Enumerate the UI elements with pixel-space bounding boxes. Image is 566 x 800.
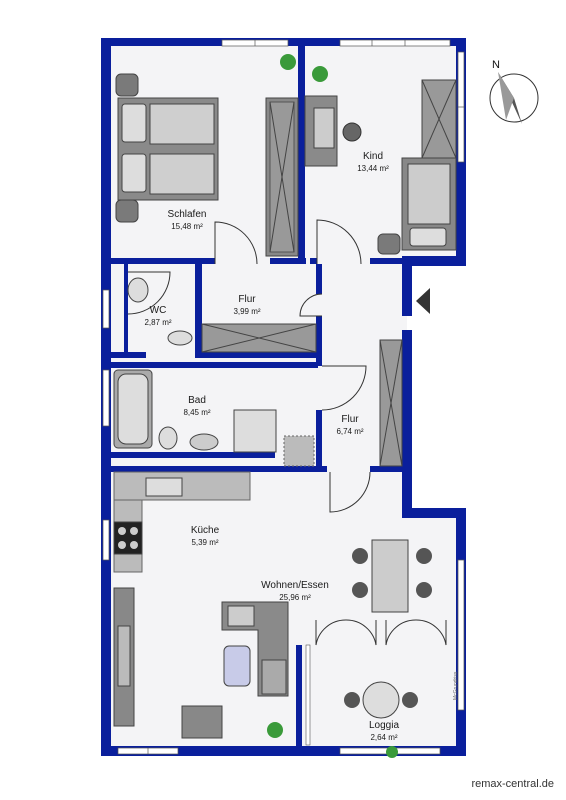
sofa (181, 601, 289, 739)
room-area: 2,64 m² (370, 733, 397, 742)
room-labels: Schlafen 15,48 m² Kind 13,44 m² WC 2,87 … (144, 151, 399, 742)
room-name: Flur (238, 294, 256, 305)
dining-table (352, 539, 432, 613)
wc-fixtures (127, 277, 193, 346)
entrance-arrow-icon (416, 288, 430, 314)
room-area: 25,96 m² (279, 593, 311, 602)
room-area: 8,45 m² (183, 408, 210, 417)
wardrobe-schlafen (265, 97, 299, 257)
room-area: 13,44 m² (357, 164, 389, 173)
room-name: Wohnen/Essen (261, 580, 329, 591)
plant-icon (267, 54, 398, 758)
loggia-furniture (344, 681, 418, 719)
brand-watermark: remax-central.de (471, 778, 554, 790)
room-name: Küche (191, 525, 220, 536)
wardrobe-flur (201, 323, 317, 353)
kitchen-counter (113, 471, 251, 727)
interior-walls (105, 42, 407, 750)
designer-credit: McGrundriss (453, 671, 459, 700)
room-name: Flur (341, 414, 359, 425)
room-name: WC (150, 305, 167, 316)
room-name: Bad (188, 395, 206, 406)
loggia-window (305, 644, 311, 746)
room-name: Schlafen (168, 209, 207, 220)
room-area: 15,48 m² (171, 222, 203, 231)
desk-kind (304, 95, 362, 167)
wardrobe-flur-2 (379, 339, 403, 467)
room-area: 2,87 m² (144, 318, 171, 327)
room-area: 3,99 m² (233, 307, 260, 316)
bed (115, 73, 219, 223)
bed-kind (377, 157, 457, 255)
room-area: 5,39 m² (191, 538, 218, 547)
doors (127, 219, 447, 646)
room-name: Loggia (369, 720, 399, 731)
bathtub (113, 369, 153, 449)
compass-icon: N (489, 59, 539, 124)
bad-fixtures (158, 409, 315, 467)
compass-north-label: N (492, 59, 500, 71)
room-name: Kind (363, 151, 383, 162)
room-area: 6,74 m² (336, 427, 363, 436)
wardrobe-kind (421, 79, 457, 159)
